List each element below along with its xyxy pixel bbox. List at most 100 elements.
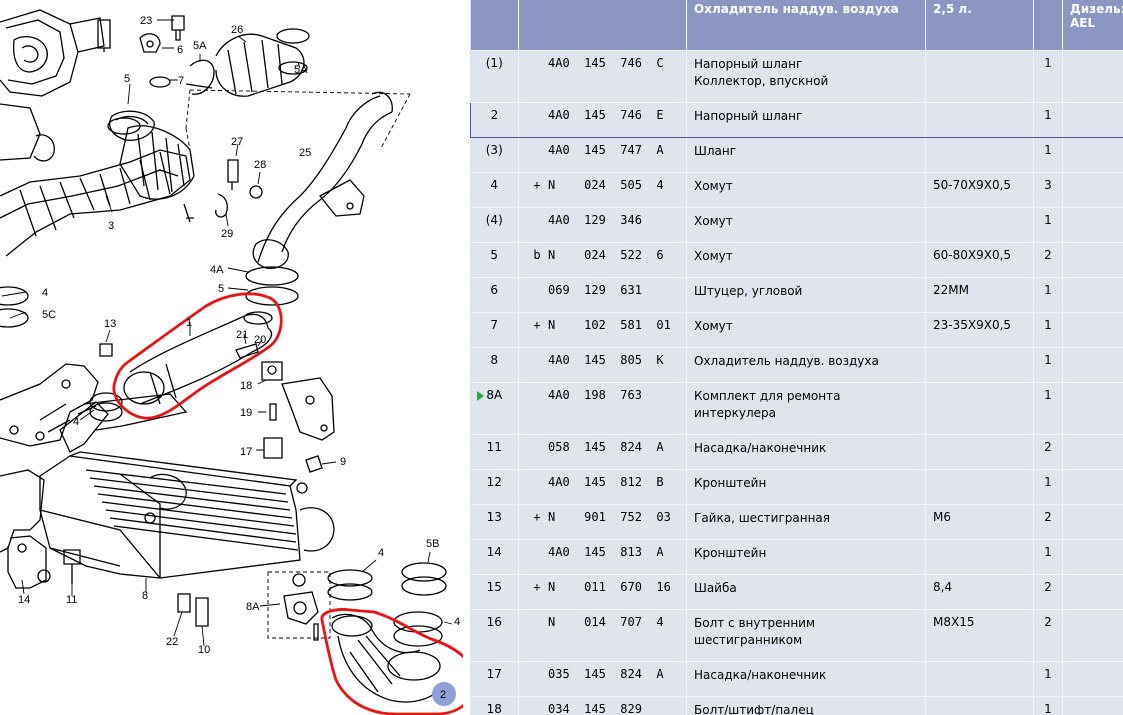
description-line: Напорный шланг (694, 57, 803, 71)
cell-part-number: +N 901 752 03 (518, 504, 687, 540)
callout-label: 3 (108, 220, 114, 232)
callout-label: 22 (166, 636, 178, 648)
cell-part-number: + N 102 581 01 (518, 312, 687, 348)
description-line: Коллектор, впускной (694, 74, 829, 88)
callout-label: 5 (124, 73, 130, 85)
part-flag: + (533, 580, 541, 594)
position-number: 11 (486, 440, 502, 454)
description-line: Гайка, шестигранная (694, 511, 830, 525)
description-line: Комплект для ремонта (694, 389, 841, 403)
cell-part-number: 058 145 824 A (518, 434, 687, 470)
part-flag: + (533, 318, 541, 332)
cell-extra (1062, 172, 1123, 208)
diagram-linework (0, 9, 453, 703)
position-number: 5 (490, 248, 499, 262)
cell-quantity: 2 (1033, 242, 1063, 278)
position-number: 16 (486, 615, 502, 629)
description-line: Насадка/наконечник (694, 668, 827, 682)
table-row[interactable]: 11 058 145 824 A Насадка/наконечник 2 (470, 434, 1123, 470)
description-line: Насадка/наконечник (694, 441, 827, 455)
cell-position: 17 (470, 661, 519, 697)
part-number: 035 145 824 A (548, 667, 664, 681)
cell-description: Кронштейн (686, 469, 926, 505)
callout-label: 2 (440, 689, 446, 701)
cell-spec: 60-80X9X0,5 (925, 242, 1034, 278)
header-part-number (518, 0, 687, 51)
position-number: 14 (486, 545, 502, 559)
cell-quantity: 1 (1033, 312, 1063, 348)
header-quantity (1033, 0, 1063, 51)
cell-description: Болт/штифт/палец (686, 696, 926, 715)
part-number: 069 129 631 (548, 283, 642, 297)
callout-label: 26 (231, 24, 243, 36)
cell-quantity: 1 (1033, 50, 1063, 103)
description-line: Хомут (694, 249, 733, 263)
part-number: N 014 707 4 (548, 615, 664, 629)
position-number: 18 (486, 702, 502, 715)
callout-label: 4A (210, 264, 224, 276)
description-line: Штуцер, угловой (694, 284, 803, 298)
callout-label: 21 (236, 329, 248, 341)
callout-label: 5A (193, 40, 207, 52)
header-position (470, 0, 519, 51)
cell-part-number: 034 145 829 (518, 696, 687, 715)
part-number: N 024 505 4 (548, 178, 664, 192)
cell-spec: M6 (925, 504, 1034, 540)
cell-part-number: 4A0 145 805 K (518, 347, 687, 383)
part-number: N 901 752 03 (548, 510, 671, 524)
cell-quantity: 1 (1033, 207, 1063, 243)
callout-labels: 23 6 5A 26 5 7 5A 27 28 25 3 29 4A 4 5C … (18, 15, 460, 701)
header-fuel-type: Дизель: AEL (1062, 0, 1123, 51)
cell-extra (1062, 242, 1123, 278)
position-number: 7 (490, 318, 499, 332)
cell-quantity: 2 (1033, 434, 1063, 470)
cell-description: Насадка/наконечник (686, 434, 926, 470)
cell-description: Шайба (686, 574, 926, 610)
position-badge (432, 682, 456, 706)
cell-spec (925, 347, 1034, 383)
callout-label: 11 (66, 594, 77, 606)
cell-position: 4 (470, 172, 519, 208)
part-number: 4A0 145 813 A (548, 545, 664, 559)
description-line: Шайба (694, 581, 737, 595)
cell-quantity: 1 (1033, 469, 1063, 505)
description-line: шестигранником (694, 633, 803, 647)
description-line: Охладитель наддув. воздуха (694, 354, 879, 368)
callout-label: 8 (142, 590, 148, 602)
part-number: N 102 581 01 (548, 318, 671, 332)
header-description: Охладитель наддув. воздуха (686, 0, 926, 51)
callout-label: 27 (231, 136, 243, 148)
cell-spec: M8X15 (925, 609, 1034, 662)
cell-quantity: 1 (1033, 539, 1063, 575)
position-number: (3) (485, 143, 503, 157)
cell-quantity: 1 (1033, 347, 1063, 383)
description-line: интеркулера (694, 406, 777, 420)
callout-label: 9 (340, 456, 346, 468)
description-line: Хомут (694, 179, 733, 193)
cell-spec (925, 469, 1034, 505)
position-number: 13 (486, 510, 502, 524)
cell-extra (1062, 696, 1123, 715)
part-flag: b (533, 248, 541, 262)
cell-description: Хомут (686, 207, 926, 243)
position-number: 6 (490, 283, 499, 297)
part-number: 058 145 824 A (548, 440, 664, 454)
